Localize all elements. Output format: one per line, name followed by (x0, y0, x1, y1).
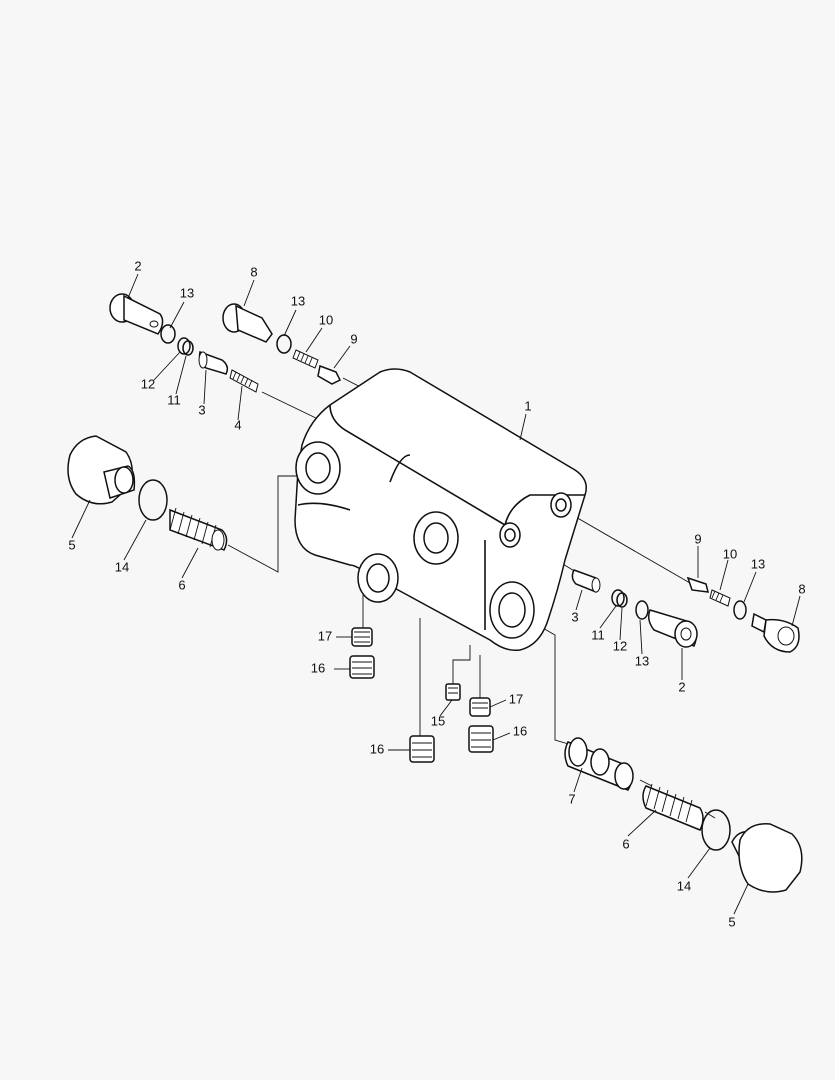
plug-2-upper (109, 293, 164, 335)
callout-3-right: 3 (571, 609, 578, 624)
plug-16-bottom (409, 735, 435, 763)
callout-2-right: 2 (678, 679, 685, 694)
callout-14-right: 14 (677, 878, 691, 893)
callout-8-upper: 8 (250, 264, 257, 279)
poppet-3-upper (198, 350, 229, 375)
callout-11-upper: 11 (167, 392, 181, 407)
poppet-3-right (571, 569, 601, 593)
plug-16-right (468, 725, 494, 753)
callout-13-upper-mid: 13 (291, 293, 305, 308)
callout-14-left: 14 (115, 559, 129, 574)
seal-ring-12-11-upper (177, 337, 194, 356)
plug-8-upper (222, 303, 273, 343)
callout-leaders (71, 273, 801, 915)
o-ring-14-right (701, 809, 731, 851)
plug-2-right (647, 609, 698, 648)
o-ring-13-upper-left (160, 324, 176, 344)
plug-17-right (469, 697, 491, 717)
callout-5-right: 5 (728, 914, 735, 929)
poppet-9-upper (317, 364, 342, 385)
plug-8-right (751, 612, 800, 653)
callout-17-right: 17 (509, 691, 523, 706)
callout-12-right: 12 (613, 638, 627, 653)
callout-16-right: 16 (513, 723, 527, 738)
callout-13-right-lower: 13 (635, 653, 649, 668)
callout-2-upper: 2 (134, 258, 141, 273)
spring-6-right (642, 783, 704, 831)
spring-10-upper (292, 349, 319, 369)
end-plug-5-right (731, 823, 803, 893)
callout-13-upper-left: 13 (180, 285, 194, 300)
callout-9-upper: 9 (350, 331, 357, 346)
plug-15 (445, 683, 461, 701)
o-ring-14-left (138, 479, 168, 521)
o-ring-13-upper-mid (276, 334, 292, 354)
valve-body (294, 368, 587, 652)
callout-15: 15 (431, 713, 445, 728)
callout-12-upper: 12 (141, 376, 155, 391)
callout-5-left: 5 (68, 537, 75, 552)
end-plug-5-left (67, 435, 136, 505)
callout-13-right-upper: 13 (751, 556, 765, 571)
plug-16-left (349, 655, 375, 679)
spring-10-right (709, 589, 731, 607)
spool-7 (564, 737, 634, 791)
callout-7: 7 (568, 791, 575, 806)
callout-10-upper: 10 (319, 312, 333, 327)
callout-1: 1 (524, 398, 531, 413)
callout-10-right: 10 (723, 546, 737, 561)
callout-6-right: 6 (622, 836, 629, 851)
callout-17-left: 17 (318, 628, 332, 643)
spring-4 (229, 369, 259, 393)
callout-4: 4 (234, 417, 241, 432)
plug-17-left (351, 627, 373, 647)
callout-3-upper: 3 (198, 402, 205, 417)
callout-labels: 2 13 12 11 3 4 8 13 10 9 1 5 14 6 9 10 1… (68, 258, 805, 929)
poppet-9-right (686, 576, 709, 593)
seal-ring-11-12-right (611, 589, 628, 608)
callout-9-right: 9 (694, 531, 701, 546)
o-ring-13-right-lower (635, 600, 649, 620)
callout-16-left: 16 (311, 660, 325, 675)
spring-6-left (169, 507, 228, 551)
callout-16-bottom: 16 (370, 741, 384, 756)
callout-6-left: 6 (178, 577, 185, 592)
callout-11-right: 11 (591, 627, 605, 642)
callout-8-right: 8 (798, 581, 805, 596)
o-ring-13-right-upper (733, 600, 747, 620)
